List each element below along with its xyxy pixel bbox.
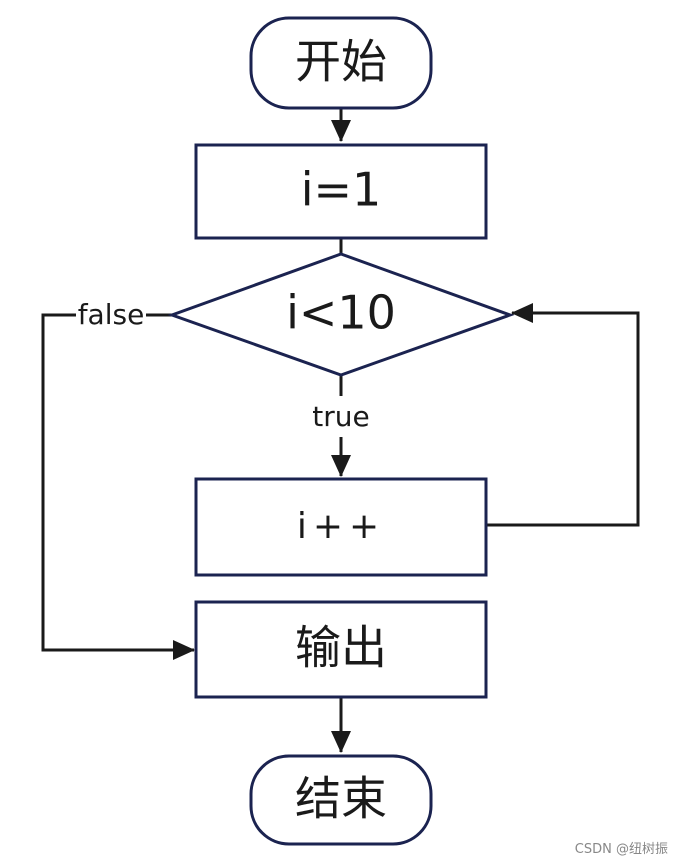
watermark-text: CSDN @纽树振 xyxy=(574,842,668,857)
end-terminal-shape xyxy=(249,754,433,846)
node-init: i=1 xyxy=(194,143,488,240)
output-process-shape xyxy=(194,600,488,699)
condition-label: i<10 xyxy=(286,286,396,340)
node-start: 开始 xyxy=(249,16,433,110)
edge-label-false: false xyxy=(78,298,145,331)
node-increment: i++ xyxy=(194,477,488,577)
increment-label: i++ xyxy=(297,506,385,547)
node-condition: i<10 xyxy=(167,252,515,377)
output-label: 输出 xyxy=(295,621,387,675)
init-label: i=1 xyxy=(301,163,382,217)
node-output: 输出 xyxy=(194,600,488,699)
init-process-shape xyxy=(194,143,488,240)
start-label: 开始 xyxy=(295,35,387,89)
node-end: 结束 xyxy=(249,754,433,846)
edge-label-true: true xyxy=(312,400,369,433)
arrow-loop-back xyxy=(487,303,640,527)
end-label: 结束 xyxy=(295,772,387,826)
increment-process-shape xyxy=(194,477,488,577)
arrow-false-to-output xyxy=(41,313,195,660)
start-terminal-shape xyxy=(249,16,433,110)
condition-decision-shape xyxy=(167,252,515,377)
